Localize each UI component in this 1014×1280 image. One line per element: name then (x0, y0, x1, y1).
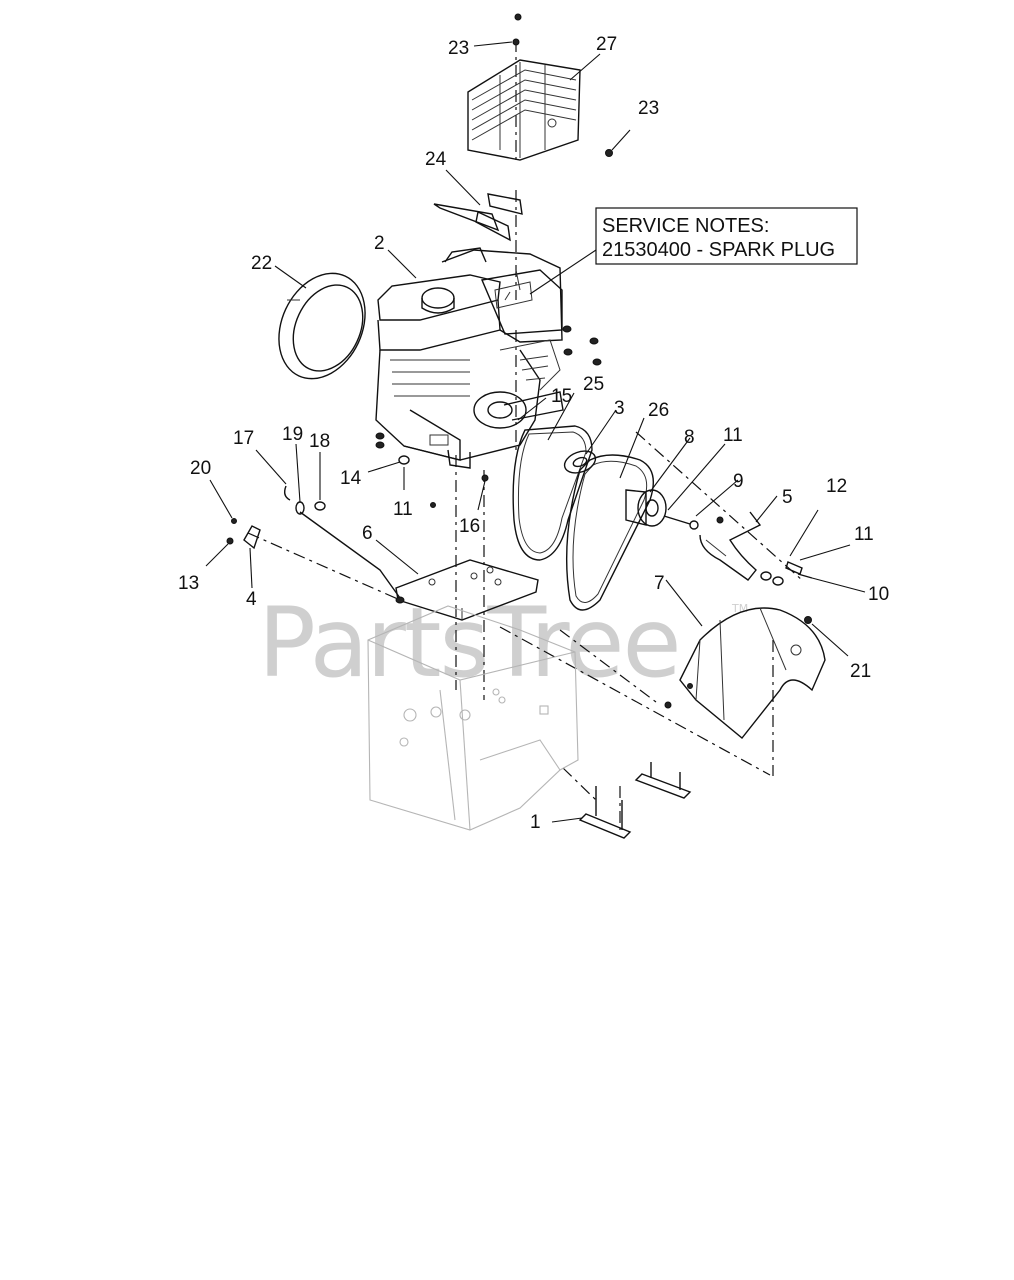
callout-7: 7 (654, 573, 665, 594)
callout-18: 18 (309, 431, 330, 452)
mounting-bracket-upper (634, 762, 692, 799)
callout-4: 4 (246, 589, 257, 610)
callout-24: 24 (425, 149, 447, 170)
callout-10: 10 (868, 584, 889, 605)
callout-11-right: 11 (854, 524, 874, 545)
bolt-16 (477, 474, 489, 511)
muffler-bracket (433, 193, 523, 242)
callout-11-left: 11 (393, 499, 413, 520)
heat-shield-guard (467, 59, 581, 161)
callout-25: 25 (583, 374, 604, 395)
throttle-cable-linkage (283, 485, 405, 604)
service-notes-line: 21530400 - SPARK PLUG (602, 239, 835, 261)
screw-21 (804, 616, 849, 657)
callout-23-right: 23 (638, 98, 659, 119)
idler-bracket-5 (699, 511, 762, 581)
callout-19: 19 (282, 424, 303, 445)
frame-housing (367, 605, 579, 831)
screw-under-cover (664, 701, 672, 709)
callout-22: 22 (251, 253, 272, 274)
callout-27: 27 (596, 34, 617, 55)
mounting-bracket-1 (551, 786, 632, 839)
screw-23-top (512, 13, 522, 46)
callout-1: 1 (530, 812, 541, 833)
belt-cover-7 (679, 607, 826, 739)
callout-11-pulley: 11 (723, 425, 743, 446)
service-notes-title: SERVICE NOTES: (602, 215, 769, 237)
callout-17: 17 (233, 428, 254, 449)
drive-belt-15 (512, 425, 593, 561)
callout-13: 13 (178, 573, 199, 594)
callout-16: 16 (459, 516, 480, 537)
callout-labels: 1 2 3 4 5 6 7 8 9 10 11 11 11 12 13 14 1… (178, 34, 889, 833)
foam-air-filter (278, 272, 366, 380)
idler-pulley-8 (625, 489, 667, 527)
callout-14: 14 (340, 468, 362, 489)
callout-15: 15 (551, 386, 572, 407)
engine-pulley-3 (563, 450, 597, 474)
drive-belt-26 (565, 454, 654, 611)
callout-6: 6 (362, 523, 373, 544)
bolt-9 (663, 515, 724, 530)
screw-23-right (605, 129, 631, 157)
callout-leaders (205, 41, 778, 627)
callout-20: 20 (190, 458, 211, 479)
callout-5: 5 (782, 487, 793, 508)
callout-21: 21 (850, 661, 871, 682)
callout-23-top: 23 (448, 38, 469, 59)
washer-11-left (403, 467, 436, 508)
bracket-4 (226, 518, 261, 589)
engine-assembly (375, 247, 564, 469)
callout-3: 3 (614, 398, 625, 419)
callout-12: 12 (826, 476, 847, 497)
callout-26: 26 (648, 400, 669, 421)
service-notes-box: SERVICE NOTES: 21530400 - SPARK PLUG (529, 207, 858, 295)
callout-9: 9 (733, 471, 744, 492)
watermark-text: PartsTree (258, 587, 680, 699)
callout-8: 8 (684, 427, 695, 448)
washers-12-10 (760, 509, 866, 593)
assembly-axis-lines (247, 40, 803, 830)
hex-nut-14 (367, 455, 410, 473)
engine-mount-nuts (375, 325, 602, 449)
callout-2: 2 (374, 233, 385, 254)
